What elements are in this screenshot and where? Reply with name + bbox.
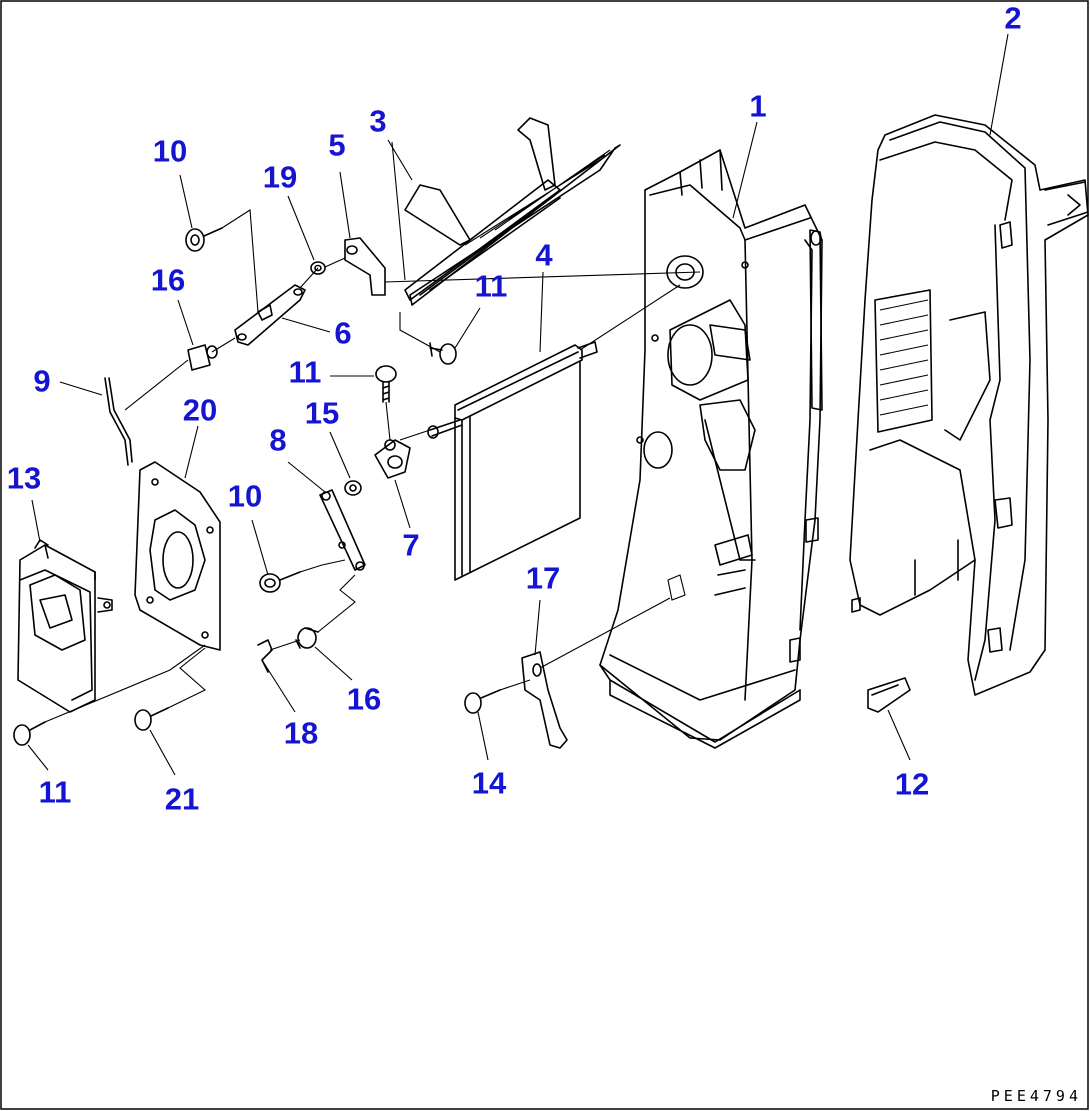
part-13-actuator bbox=[17, 539, 113, 713]
callout-part-15[interactable]: 15 bbox=[304, 395, 340, 431]
callout-part-11-screw[interactable]: 11 bbox=[288, 354, 322, 390]
callout-part-16-lower[interactable]: 16 bbox=[346, 681, 382, 717]
callout-part-8[interactable]: 8 bbox=[269, 422, 287, 458]
callout-part-1[interactable]: 1 bbox=[749, 88, 767, 124]
part-3-damper bbox=[404, 117, 621, 306]
callout-part-4[interactable]: 4 bbox=[535, 237, 553, 273]
part-4-heater-core bbox=[427, 341, 598, 581]
callout-part-11-lower[interactable]: 11 bbox=[38, 774, 72, 810]
callout-part-10-upper[interactable]: 10 bbox=[152, 133, 188, 169]
part-5-bracket bbox=[344, 237, 386, 296]
fasteners bbox=[13, 227, 501, 746]
callout-part-11-middle[interactable]: 11 bbox=[474, 268, 508, 304]
callout-part-9[interactable]: 9 bbox=[33, 363, 51, 399]
callout-part-6[interactable]: 6 bbox=[334, 315, 352, 351]
part-17-bracket bbox=[521, 651, 568, 749]
callout-part-14[interactable]: 14 bbox=[471, 765, 507, 801]
callout-part-17[interactable]: 17 bbox=[525, 560, 561, 596]
callout-part-16-upper[interactable]: 16 bbox=[150, 262, 186, 298]
callout-part-2[interactable]: 2 bbox=[1004, 0, 1022, 36]
callout-part-20[interactable]: 20 bbox=[182, 392, 218, 428]
leader-lines bbox=[27, 33, 1009, 776]
callout-part-7[interactable]: 7 bbox=[402, 527, 420, 563]
callout-part-10-lower[interactable]: 10 bbox=[227, 478, 263, 514]
part-2-duct-cover bbox=[849, 114, 1089, 696]
part-6-lever bbox=[234, 284, 306, 346]
part-20-gasket bbox=[134, 461, 221, 651]
drawing-code: PEE4794 bbox=[990, 1087, 1082, 1105]
callout-part-21[interactable]: 21 bbox=[164, 781, 200, 817]
callout-part-18[interactable]: 18 bbox=[283, 715, 319, 751]
part-9-rod bbox=[104, 377, 133, 466]
callout-part-12[interactable]: 12 bbox=[894, 766, 930, 802]
part-8-rod bbox=[319, 489, 366, 571]
callout-part-13[interactable]: 13 bbox=[6, 460, 42, 496]
part-7-link bbox=[374, 439, 411, 479]
callout-part-5[interactable]: 5 bbox=[328, 127, 346, 163]
part-1-heater-case bbox=[599, 149, 823, 749]
callout-part-3[interactable]: 3 bbox=[369, 103, 387, 139]
part-12-clip bbox=[867, 677, 911, 713]
callout-part-19[interactable]: 19 bbox=[262, 159, 298, 195]
